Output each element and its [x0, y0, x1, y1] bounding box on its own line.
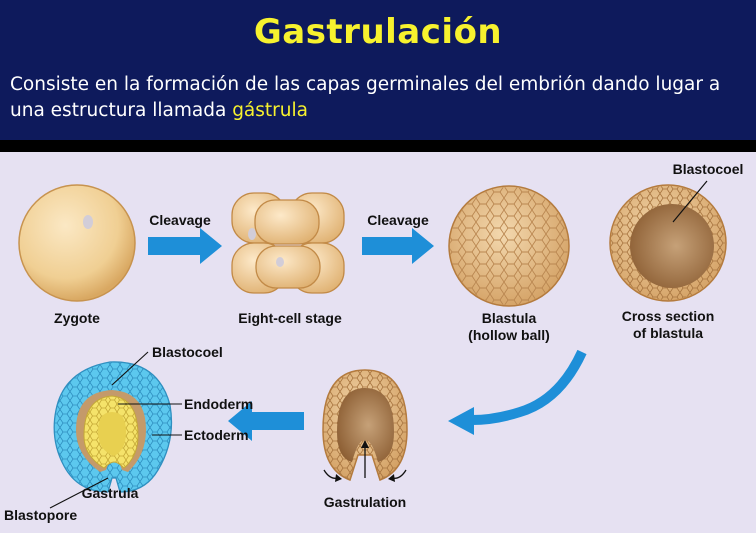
- label-endoderm: Endoderm: [184, 396, 253, 412]
- label-cross-section-2: of blastula: [633, 325, 703, 341]
- gastrulation-diagram: Zygote Cleavage Eight-cell stage Cleavag…: [4, 161, 744, 523]
- cleavage-arrow-2: [362, 228, 434, 264]
- label-gastrulation: Gastrulation: [324, 494, 406, 510]
- subtitle-text: Consiste en la formación de las capas ge…: [10, 74, 721, 121]
- slide-title: Gastrulación: [253, 12, 503, 52]
- label-blastula-2: (hollow ball): [468, 327, 550, 343]
- header-divider: [0, 140, 756, 152]
- diagram-panel: Zygote Cleavage Eight-cell stage Cleavag…: [0, 152, 756, 528]
- slide-header: Gastrulación Consiste en la formación de…: [0, 0, 756, 140]
- eight-cell-illustration: [231, 192, 345, 294]
- label-eight-cell: Eight-cell stage: [238, 310, 342, 326]
- label-zygote: Zygote: [54, 310, 100, 326]
- blastula-cross-section-illustration: [609, 180, 727, 302]
- cleavage-arrow-1: [148, 228, 222, 264]
- label-blastopore: Blastopore: [4, 507, 77, 523]
- gastrulation-illustration: [322, 369, 408, 482]
- label-cross-section-1: Cross section: [622, 308, 715, 324]
- label-cleavage-2: Cleavage: [367, 212, 429, 228]
- label-ectoderm: Ectoderm: [184, 427, 249, 443]
- slide-subtitle: Consiste en la formación de las capas ge…: [10, 72, 750, 124]
- label-blastocoel-top: Blastocoel: [673, 161, 744, 177]
- left-arrow: [228, 401, 304, 441]
- label-cleavage-1: Cleavage: [149, 212, 211, 228]
- label-blastula-1: Blastula: [482, 310, 537, 326]
- blastula-illustration: [448, 185, 570, 307]
- subtitle-highlight: gástrula: [232, 100, 308, 121]
- curved-arrow: [448, 349, 587, 435]
- zygote-illustration: [18, 184, 136, 302]
- label-gastrula: Gastrula: [82, 485, 139, 501]
- gastrula-illustration: [49, 351, 182, 509]
- label-blastocoel-gastrula: Blastocoel: [152, 344, 223, 360]
